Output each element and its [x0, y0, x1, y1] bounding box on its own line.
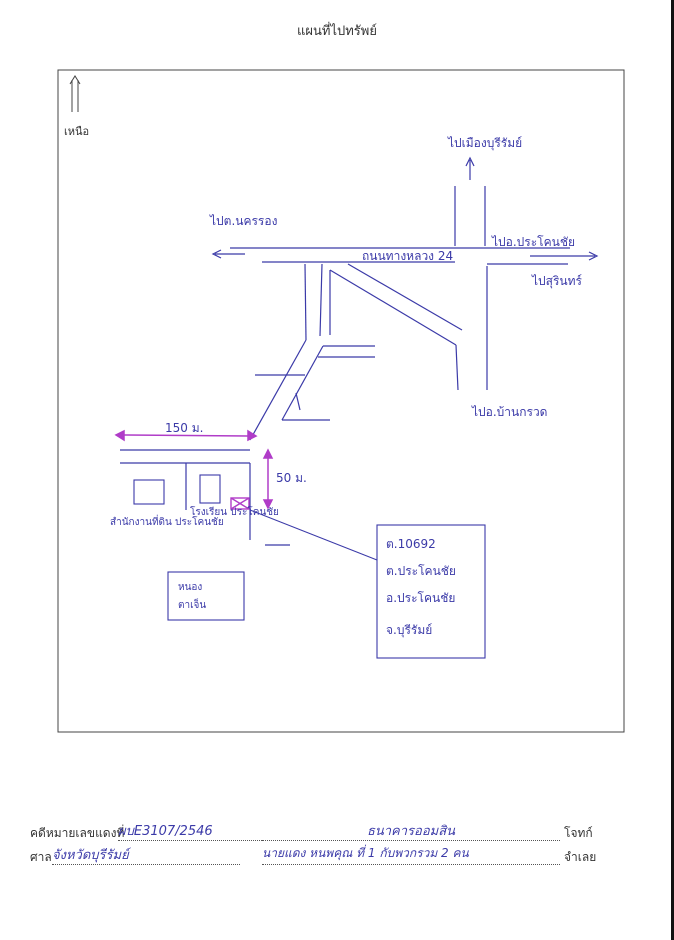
page-title: แผนที่ไปทรัพย์: [297, 24, 377, 39]
arrowhead-up-icon: [262, 448, 274, 459]
canal-box: [167, 571, 245, 621]
sw-road-a: [304, 263, 307, 341]
label-to-prakhon: ไปอ.ประโคนชัย: [491, 235, 575, 249]
property-marker-icon: [230, 497, 250, 510]
building-school: [199, 474, 221, 504]
side-street-4: [295, 392, 301, 411]
arrow-right-icon: [588, 251, 599, 261]
arrowhead-right-icon: [247, 429, 258, 442]
sw-road-b: [249, 339, 307, 441]
plaintiff-suffix: โจทก์: [564, 826, 593, 840]
building-land-office: [133, 479, 165, 505]
case-number-label: คดีหมายเลขแดงที่: [30, 826, 125, 840]
south-road-left: [455, 344, 459, 391]
property-line-2: ต.ประโคนชัย: [386, 564, 456, 578]
label-to-ban-kruat: ไปอ.บ้านกรวด: [471, 405, 547, 419]
distance-markers: [114, 429, 274, 510]
case-footer: คดีหมายเลขแดงที่ ผบE3107/2546 ธนาคารออมส…: [30, 820, 650, 890]
arrow-up-icon: [465, 156, 475, 167]
property-info-box: [376, 524, 486, 659]
label-distance-horizontal: 150 ม.: [165, 421, 203, 435]
diagonal-road-lower: [329, 269, 457, 346]
label-to-surin: ไปสุรินทร์: [531, 274, 583, 289]
label-distance-vertical: 50 ม.: [276, 471, 307, 485]
arrowhead-left-icon: [114, 429, 125, 442]
label-to-nakhon: ไปต.นครรอง: [209, 214, 277, 228]
property-line-3: อ.ประโคนชัย: [386, 591, 455, 605]
property-line-4: จ.บุรีรัมย์: [386, 623, 432, 638]
label-canal-1: หนอง: [178, 582, 202, 593]
defendant-suffix: จำเลย: [564, 850, 597, 864]
property-line-1: ต.10692: [386, 537, 436, 551]
label-road-name: ถนนทางหลวง 24: [362, 249, 453, 263]
arrowhead-down-icon: [262, 499, 274, 510]
buildings: [133, 474, 486, 659]
sw-road-c: [281, 345, 324, 421]
case-number-value: ผบE3107/2546: [118, 820, 268, 841]
leader-line: [249, 509, 378, 561]
direction-arrows: [211, 156, 599, 261]
page-edge: [671, 0, 674, 940]
stub-road-right: [319, 263, 323, 337]
court-label: ศาล: [30, 850, 52, 864]
label-land-office: สำนักงานที่ดิน ประโคนชัย: [110, 514, 224, 528]
plaintiff-value: ธนาคารออมสิน: [262, 820, 560, 841]
court-value: จังหวัดบุรีรัมย์: [52, 844, 240, 865]
roads: [120, 186, 570, 546]
diagonal-road-upper: [347, 263, 463, 331]
label-to-burirum: ไปเมืองบุรีรัมย์: [447, 136, 522, 151]
footer-row-1: คดีหมายเลขแดงที่ ผบE3107/2546 ธนาคารออมส…: [30, 820, 650, 842]
label-school: โรงเรียน ประโคนชัย: [190, 505, 279, 518]
label-canal-2: ตาเจ็น: [178, 597, 206, 611]
footer-row-2: ศาล จังหวัดบุรีรัมย์ นายแดง หนพคุณ ที่ 1…: [30, 844, 650, 866]
defendant-value: นายแดง หนพคุณ ที่ 1 กับพวกรวม 2 คน: [262, 844, 560, 865]
arrow-left-icon: [211, 249, 222, 259]
map-frame: [57, 69, 625, 733]
north-arrow-icon: [69, 75, 81, 112]
north-label: เหนือ: [64, 125, 89, 138]
